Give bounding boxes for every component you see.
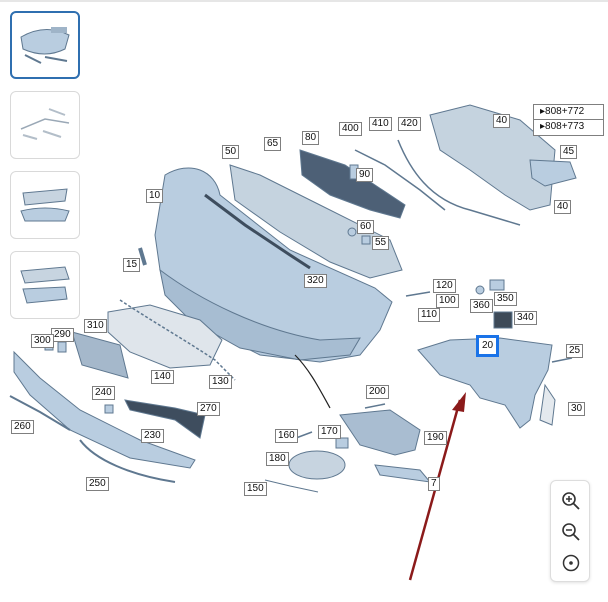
zoom-controls (550, 480, 590, 582)
zoom-in-icon (562, 492, 580, 510)
reset-view-icon (562, 554, 580, 572)
bumper-covers-thumbnail-icon (20, 266, 70, 304)
callout-410[interactable]: 410 (369, 117, 392, 131)
callout-270[interactable]: 270 (197, 402, 220, 416)
callout-15[interactable]: 15 (123, 258, 141, 272)
thumbnail-front-bumper[interactable] (10, 11, 80, 79)
callout-50[interactable]: 50 (222, 145, 240, 159)
callout-400[interactable]: 400 (339, 122, 362, 136)
zoom-out-button[interactable] (559, 520, 583, 544)
callout-340[interactable]: 340 (514, 311, 537, 325)
front-bumper-thumbnail-icon (20, 27, 70, 64)
trim-310-part (71, 331, 129, 379)
callout-80[interactable]: 80 (302, 131, 320, 145)
top-divider (0, 0, 608, 2)
callout-240[interactable]: 240 (92, 386, 115, 400)
leader-curve (294, 354, 331, 409)
annotation-arrowhead (452, 392, 466, 412)
thumbnail-covers[interactable] (10, 251, 80, 319)
thumbnail-strip (10, 11, 82, 331)
clip-360-part (475, 285, 485, 295)
callout-25[interactable]: 25 (566, 344, 584, 358)
clip-240-part (104, 404, 114, 414)
zoom-in-button[interactable] (559, 489, 583, 513)
cross-reference-link[interactable]: ▸808+772 (533, 104, 604, 120)
grille-frame-part (229, 164, 403, 279)
callout-230[interactable]: 230 (141, 429, 164, 443)
callout-7[interactable]: 7 (428, 477, 440, 491)
callout-90[interactable]: 90 (356, 168, 374, 182)
harness-420-part (397, 139, 521, 226)
callout-140[interactable]: 140 (151, 370, 174, 384)
callout-160[interactable]: 160 (275, 429, 298, 443)
zoom-out-icon (562, 523, 580, 541)
thumbnail-brackets[interactable] (10, 91, 80, 159)
callout-170[interactable]: 170 (318, 425, 341, 439)
callout-180[interactable]: 180 (266, 452, 289, 466)
bolt-160-part (295, 431, 313, 439)
trim-270-part (124, 399, 206, 439)
cross-reference-list: ▸808+772 ▸808+773 (533, 104, 604, 136)
callout-190[interactable]: 190 (424, 431, 447, 445)
callout-130[interactable]: 130 (209, 375, 232, 389)
callout-310[interactable]: 310 (84, 319, 107, 333)
strip-150-part (264, 479, 319, 493)
callout-65[interactable]: 65 (264, 137, 282, 151)
callout-120[interactable]: 120 (433, 279, 456, 293)
strip-7-part (374, 464, 432, 483)
clip-350-part (489, 279, 505, 291)
strip-260-part (9, 395, 71, 431)
bracket-30-part (539, 383, 556, 426)
strip-120-part (405, 291, 431, 297)
sensor-340-part (493, 311, 513, 329)
mesh-grille-part (107, 304, 223, 369)
callout-350[interactable]: 350 (494, 292, 517, 306)
callout-55[interactable]: 55 (372, 236, 390, 250)
bumper-brackets-thumbnail-icon (20, 108, 70, 140)
clip-170-part (335, 437, 349, 449)
bolt-200-part (364, 403, 386, 409)
callout-100[interactable]: 100 (436, 294, 459, 308)
bumper-lower-part (159, 268, 361, 361)
strip-130-part (119, 299, 236, 381)
callout-200[interactable]: 200 (366, 385, 389, 399)
strip-250-part (79, 439, 176, 483)
callout-250[interactable]: 250 (86, 477, 109, 491)
cross-reference-link[interactable]: ▸808+773 (533, 120, 604, 136)
callout-290[interactable]: 290 (51, 328, 74, 342)
thumbnail-assembly[interactable] (10, 171, 80, 239)
callout-40-top[interactable]: 40 (493, 114, 511, 128)
callout-20-highlighted[interactable]: 20 (476, 335, 500, 357)
callout-150[interactable]: 150 (244, 482, 267, 496)
reset-view-button[interactable] (559, 551, 583, 575)
harness-400-part (354, 149, 446, 211)
fog-bracket-part (339, 409, 421, 456)
callout-320[interactable]: 320 (304, 274, 327, 288)
callout-360[interactable]: 360 (470, 299, 493, 313)
reinforcement-part (429, 104, 556, 211)
callout-260[interactable]: 260 (11, 420, 34, 434)
clip-290-part (57, 341, 67, 353)
fog-grille-part (288, 450, 346, 480)
clip-15-part (138, 247, 147, 266)
callout-300[interactable]: 300 (31, 334, 54, 348)
callout-40-bottom[interactable]: 40 (554, 200, 572, 214)
callout-45[interactable]: 45 (560, 145, 578, 159)
bumper-assembly-thumbnail-icon (20, 188, 70, 222)
callout-420[interactable]: 420 (398, 117, 421, 131)
clip-60-part (347, 227, 357, 237)
callout-10[interactable]: 10 (146, 189, 164, 203)
callout-110[interactable]: 110 (418, 308, 440, 322)
energy-absorber-part (417, 337, 553, 429)
spoiler-left-part (13, 350, 196, 469)
clip-55-part (361, 235, 371, 245)
bolt-25-part (551, 357, 573, 363)
callout-30[interactable]: 30 (568, 402, 586, 416)
strip-50-part (204, 193, 311, 270)
callout-60[interactable]: 60 (357, 220, 375, 234)
bracket-45-part (529, 159, 577, 187)
